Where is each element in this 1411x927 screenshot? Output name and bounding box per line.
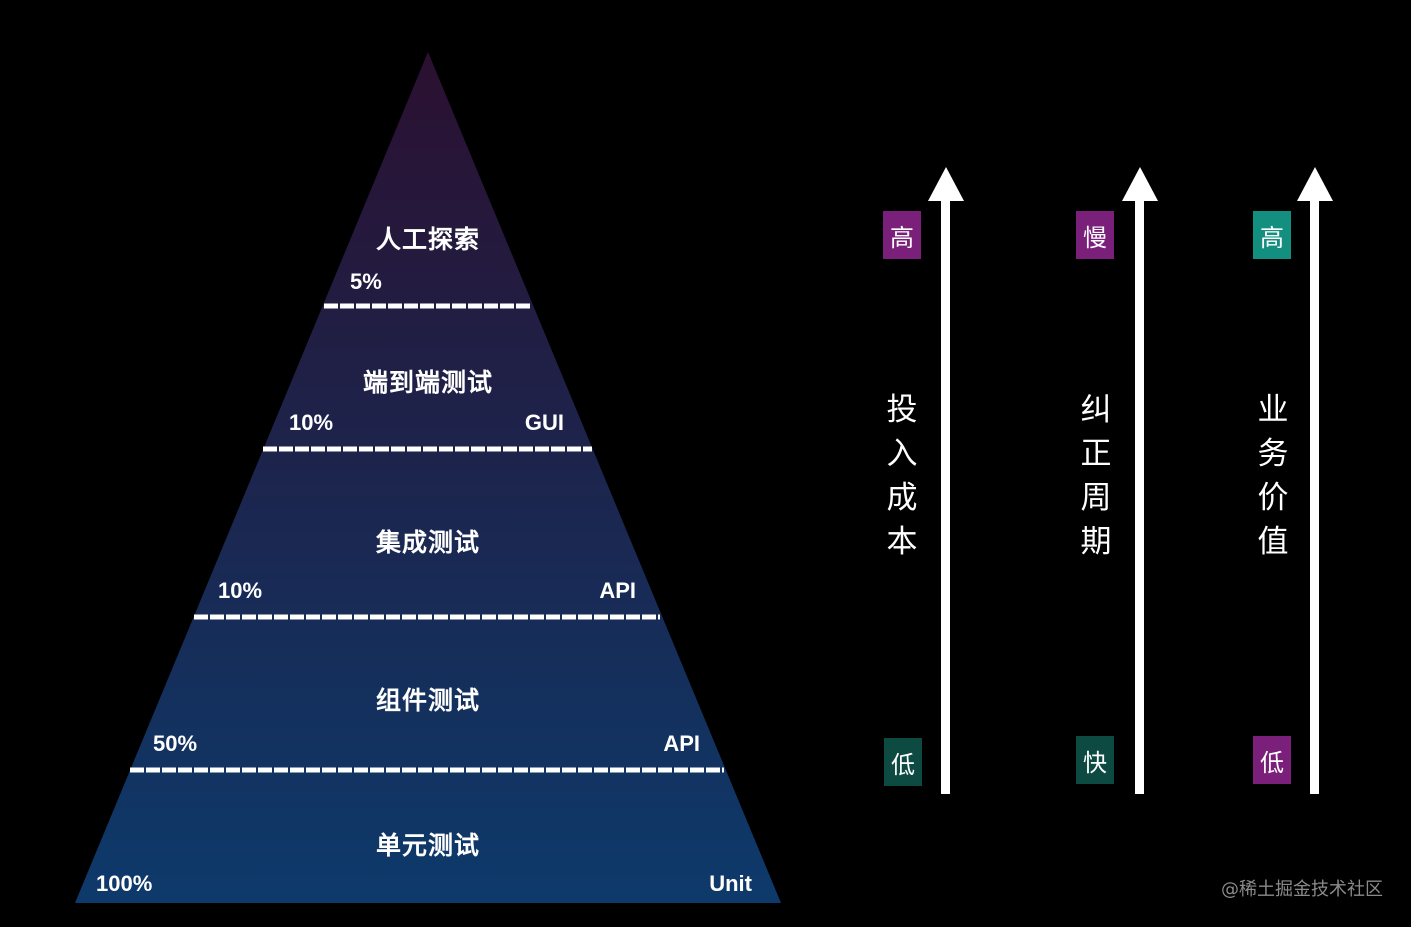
axis-high-badge-value: 高 xyxy=(1253,211,1291,259)
axis-arrow-cycle xyxy=(1122,167,1158,794)
layer-title-e2e: 端到端测试 xyxy=(362,368,494,397)
layer-percent-e2e: 10% xyxy=(289,410,334,435)
layer-percent-unit: 100% xyxy=(96,871,153,896)
axis-high-badge-cycle: 慢 xyxy=(1076,211,1114,259)
layer-tag-integration: API xyxy=(599,578,636,603)
axis-arrow-cost xyxy=(928,167,964,794)
axis-arrow-value xyxy=(1297,167,1333,794)
axis-low-badge-value: 低 xyxy=(1253,736,1291,784)
layer-tag-e2e: GUI xyxy=(524,410,564,435)
axis-label-cycle: 纠正周期 xyxy=(1080,392,1112,560)
watermark: @稀土掘金技术社区 xyxy=(1221,879,1383,900)
layer-percent-manual: 5% xyxy=(350,269,382,294)
pyramid-shape xyxy=(75,52,781,903)
axis-low-badge-cycle: 快 xyxy=(1076,736,1114,784)
layer-title-component: 组件测试 xyxy=(375,686,481,715)
layer-tag-unit: Unit xyxy=(709,871,752,896)
axis-low-badge-cost: 低 xyxy=(884,738,922,786)
layer-percent-component: 50% xyxy=(153,731,198,756)
layer-tag-component: API xyxy=(663,731,700,756)
layer-percent-integration: 10% xyxy=(218,578,263,603)
layer-title-unit: 单元测试 xyxy=(375,831,481,860)
layer-title-manual: 人工探索 xyxy=(375,225,481,254)
axis-label-cost: 投入成本 xyxy=(886,392,918,560)
axis-high-badge-cost: 高 xyxy=(883,211,921,259)
layer-title-integration: 集成测试 xyxy=(375,528,481,557)
axis-label-value: 业务价值 xyxy=(1257,392,1289,560)
